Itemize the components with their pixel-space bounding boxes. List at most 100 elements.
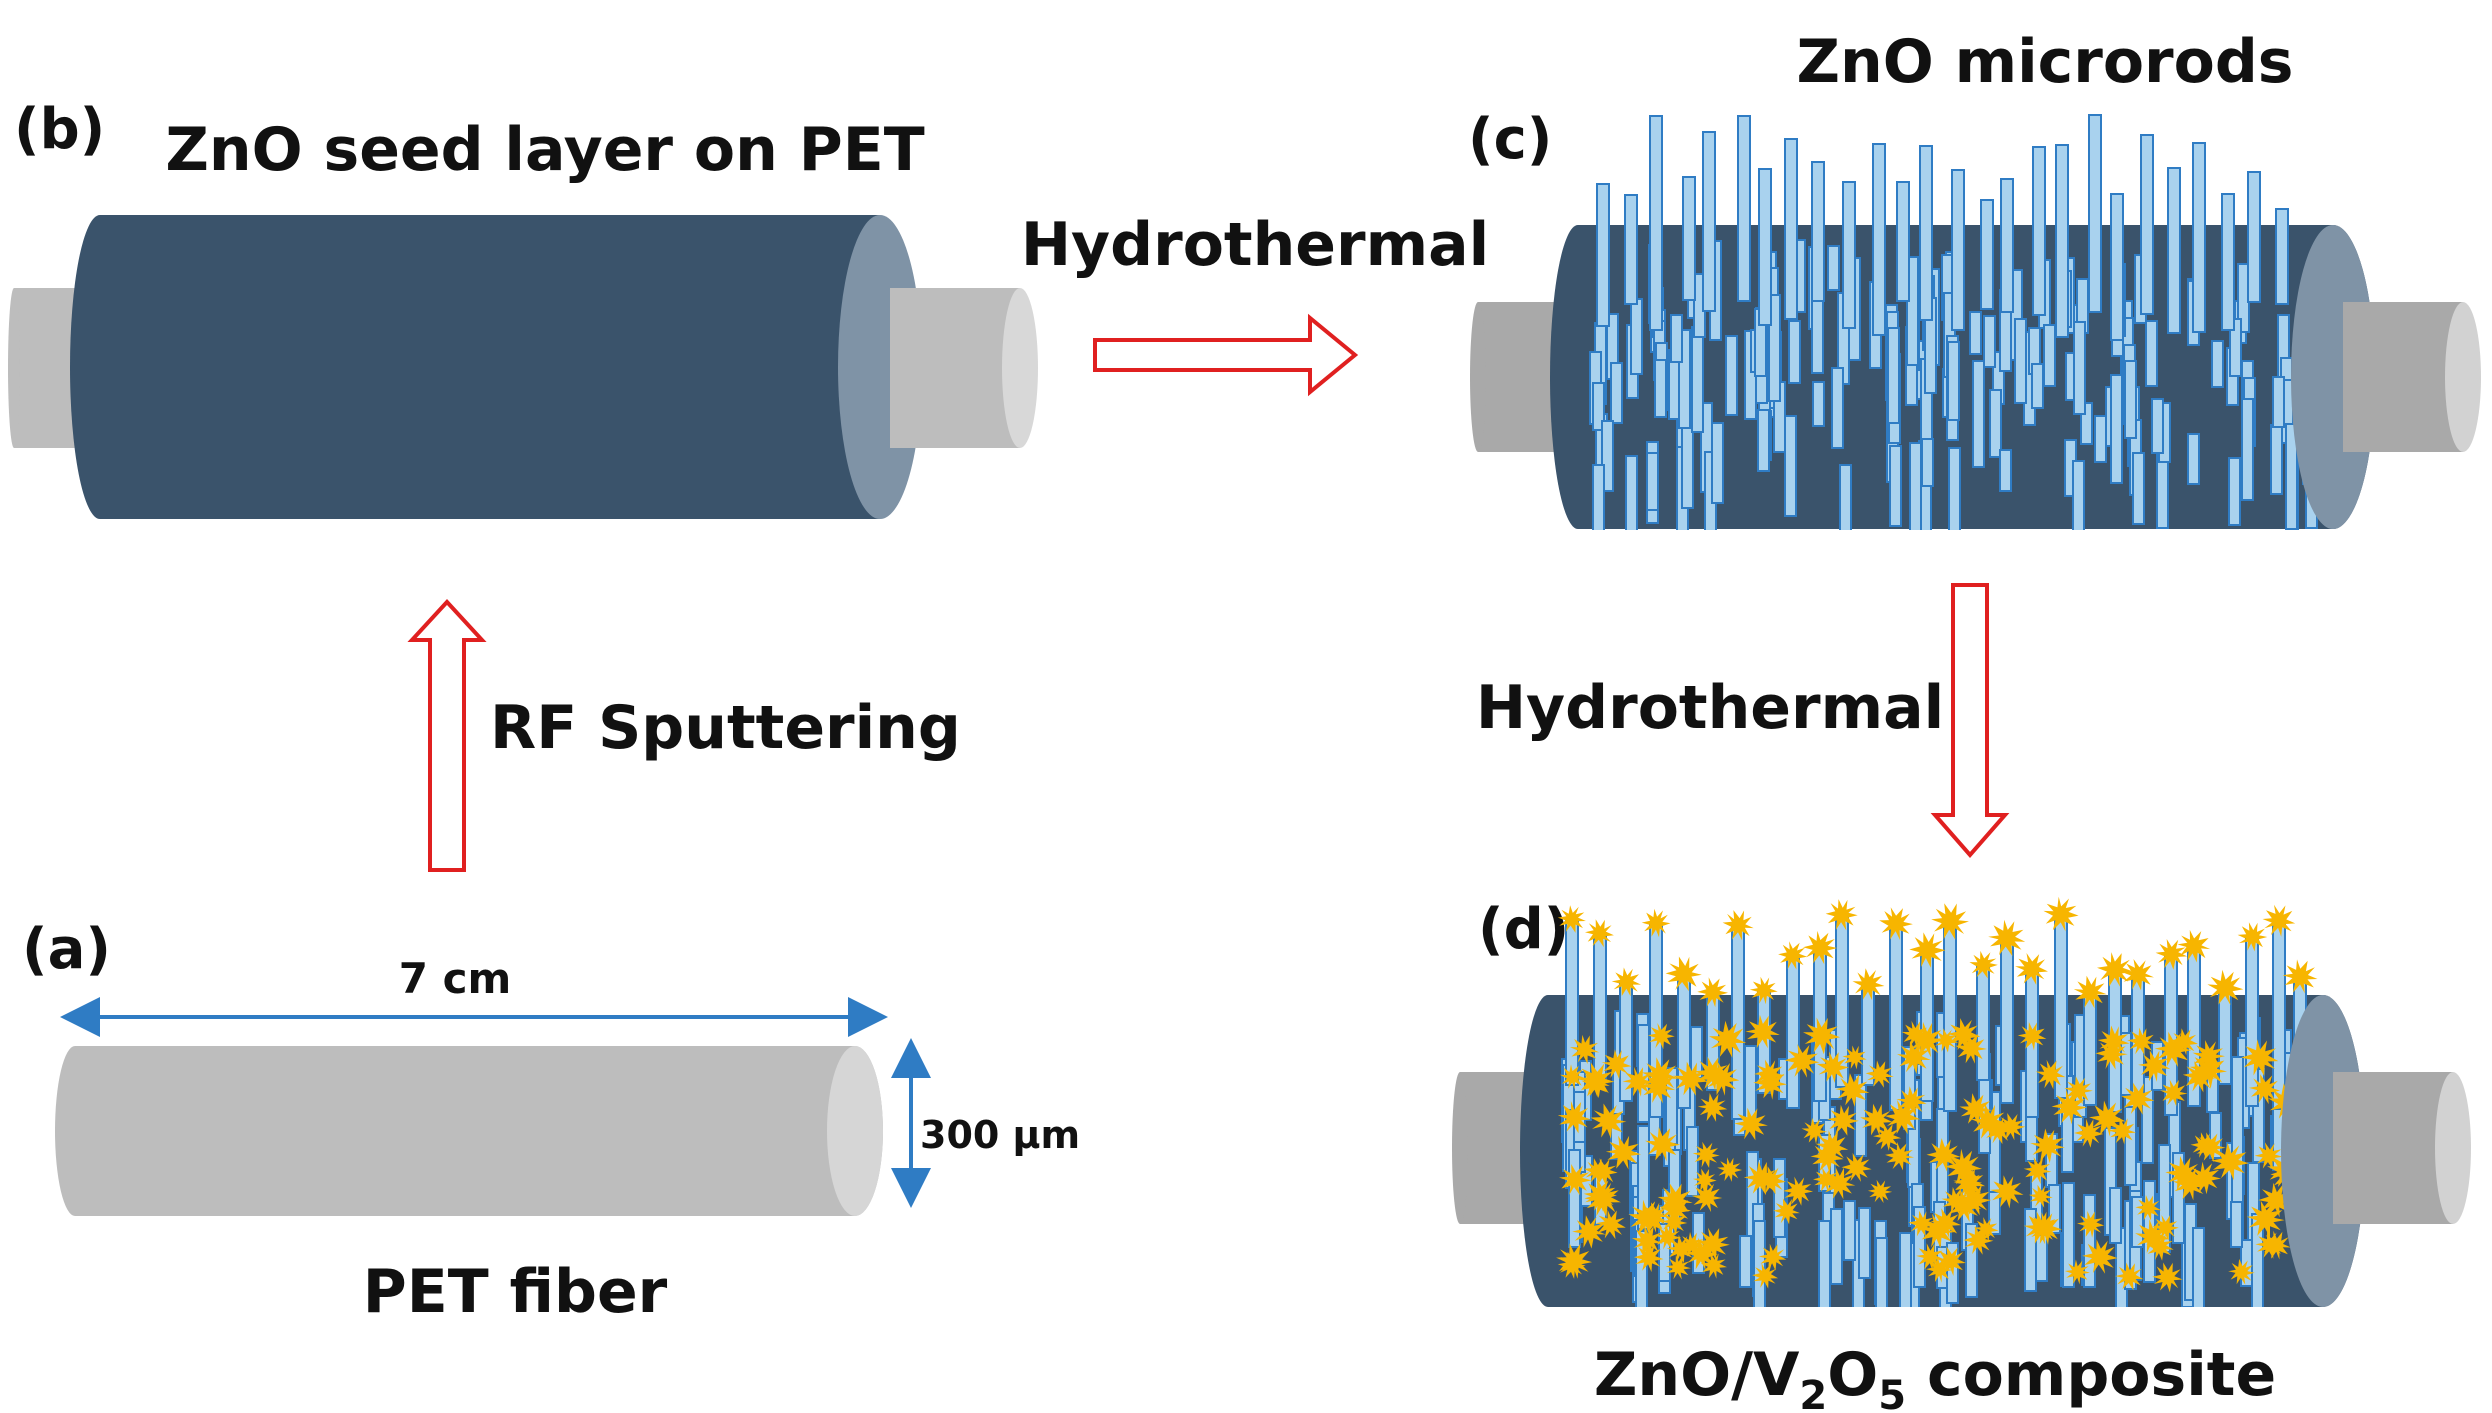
v2o5-particle — [2015, 953, 2048, 985]
zno-microrod — [2151, 398, 2164, 454]
zno-microrod — [2132, 452, 2145, 525]
zno-microrod — [1678, 329, 1691, 429]
v2o5-particle — [2160, 1079, 2188, 1107]
zno-microrod — [2000, 937, 2014, 1104]
v2o5-particle — [1835, 1073, 1870, 1107]
v2o5-particle — [1559, 1064, 1586, 1090]
v2o5-particle — [1988, 919, 2026, 957]
zno-microrod — [1839, 464, 1852, 530]
zno-microrod — [2035, 1234, 2048, 1282]
v2o5-particle — [2237, 922, 2268, 952]
zno-microrod — [1811, 161, 1825, 302]
zno-microrod — [2140, 134, 2154, 315]
panel-a-label: (a) — [22, 917, 111, 982]
zno-microrod — [2229, 318, 2242, 377]
v2o5-particle — [2017, 1022, 2047, 1051]
zno-microrod — [2109, 1187, 2122, 1244]
zno-microrod — [1969, 311, 1982, 355]
arrow-up-sputtering — [407, 599, 487, 872]
v2o5-particle — [2051, 1089, 2088, 1125]
zno-microrod — [1711, 422, 1724, 504]
v2o5-particle — [1743, 1161, 1779, 1196]
v2o5-particle — [2207, 969, 2244, 1006]
zno-microrod — [1858, 1207, 1871, 1279]
zno-microrod — [2043, 324, 2056, 387]
zno-microrod — [2110, 193, 2124, 341]
v2o5-particle — [1595, 1209, 1626, 1240]
zno-microrod — [1784, 415, 1797, 517]
zno-microrod — [2110, 374, 2123, 484]
zno-microrod — [1906, 256, 1919, 366]
zno-microrod — [1753, 1220, 1766, 1307]
zno-microrod — [1610, 362, 1623, 424]
zno-microrod — [2080, 402, 2093, 445]
v2o5-particle — [2154, 1031, 2192, 1067]
v2o5-particle — [1752, 1263, 1779, 1289]
v2o5-particle — [1970, 1104, 2007, 1141]
v2o5-particle — [1897, 1040, 1931, 1075]
zno-microrod — [1909, 442, 1922, 530]
v2o5-particle — [2182, 1061, 2216, 1093]
zno-microrod — [1875, 1237, 1888, 1307]
zno-microrod — [1758, 168, 1772, 326]
zno-microrod — [1872, 143, 1886, 336]
v2o5-particle — [2249, 1074, 2281, 1105]
v2o5-particle — [2146, 1233, 2174, 1261]
zno-microrod — [1592, 464, 1605, 530]
v2o5-particle — [1896, 1086, 1927, 1116]
zno-microrod — [1843, 1200, 1856, 1261]
v2o5-particle — [2254, 1142, 2283, 1170]
zno-microrod — [2192, 1227, 2205, 1307]
step-hydrothermal-2: Hydrothermal — [1476, 673, 1944, 743]
zno-microrod — [1983, 315, 1996, 368]
zno-microrod — [1702, 131, 1716, 312]
v2o5-particle — [1973, 1217, 1999, 1242]
zno-microrod — [2073, 321, 2086, 415]
zno-microrod — [1913, 1206, 1926, 1288]
panel-b-label: (b) — [14, 97, 105, 162]
zno-microrod — [2048, 1184, 2061, 1234]
v2o5-particle — [2152, 1215, 2179, 1241]
zno-microrod — [2032, 146, 2046, 316]
v2o5-particle — [1673, 1061, 1708, 1096]
zno-microrod — [1592, 382, 1605, 431]
zno-microrod — [1972, 360, 1985, 468]
zno-microrod — [1896, 181, 1910, 302]
v2o5-particle — [2135, 1195, 2162, 1221]
step-rf-sputtering: RF Sputtering — [490, 693, 961, 763]
panel-c-label: (c) — [1468, 107, 1552, 172]
v2o5-particle — [1873, 1123, 1902, 1151]
v2o5-particle — [2195, 1132, 2226, 1163]
zno-microrod — [1670, 314, 1683, 363]
zno-microrod — [1731, 924, 1745, 1120]
zno-microrod — [1596, 183, 1610, 327]
v2o5-particle — [1660, 1209, 1688, 1236]
v2o5-particle — [1919, 1213, 1956, 1249]
zno-microrod — [2124, 1106, 2137, 1186]
zno-microrod — [1951, 169, 1965, 331]
zno-microrod — [1854, 1074, 1867, 1157]
v2o5-particle — [1572, 1215, 1606, 1249]
v2o5-particle — [2177, 929, 2211, 963]
v2o5-particle — [1633, 1243, 1664, 1273]
zno-microrod — [2000, 178, 2014, 313]
zno-microrod — [1658, 1223, 1671, 1282]
zno-microrod — [1568, 1149, 1581, 1248]
v2o5-particle — [2115, 1262, 2144, 1291]
v2o5-particle — [1925, 1256, 1953, 1283]
v2o5-particle — [1963, 1225, 1994, 1255]
zno-microrod — [2167, 167, 2181, 334]
v2o5-particle — [1722, 910, 1754, 941]
v2o5-particle — [1909, 932, 1946, 968]
zno-microrod — [2024, 1208, 2037, 1292]
v2o5-particle — [1559, 1164, 1592, 1196]
v2o5-particle — [1641, 908, 1671, 938]
v2o5-particle — [1697, 977, 1728, 1008]
zno-microrod — [2014, 318, 2027, 404]
zno-microrod — [1635, 1230, 1648, 1307]
v2o5-particle — [1817, 1051, 1849, 1083]
zno-microrod — [1889, 445, 1902, 527]
zno-microrod — [1947, 341, 1960, 421]
v2o5-particle — [2122, 959, 2154, 991]
v2o5-particle — [1841, 1152, 1872, 1182]
